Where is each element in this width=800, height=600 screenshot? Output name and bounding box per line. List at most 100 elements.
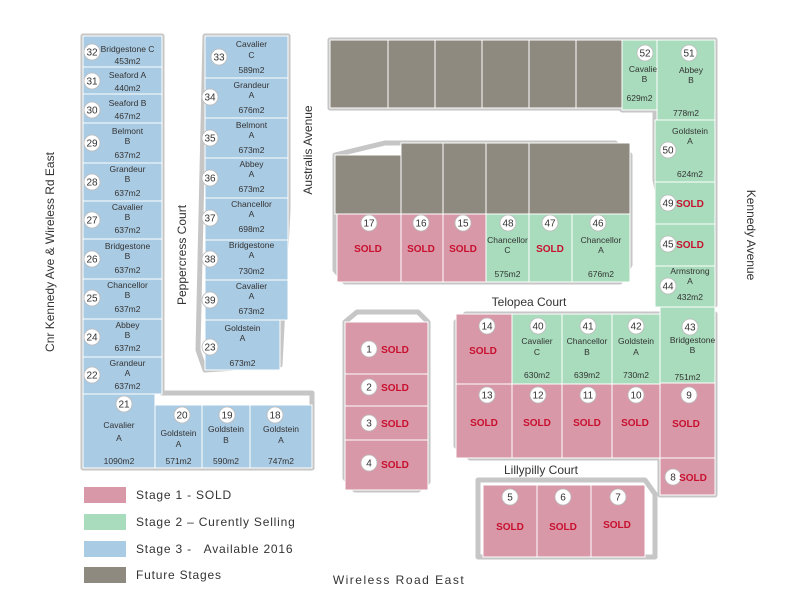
lot-design: Chancellor <box>581 235 622 245</box>
future-lot-11[interactable] <box>528 142 631 215</box>
legend-label-stage3: Stage 3 - Available 2016 <box>136 542 293 556</box>
sold-label: SOLD <box>523 418 551 429</box>
lot-area: 440m2 <box>115 83 141 93</box>
road-corner-label: Cnr Kennedy Ave & Wireless Rd East <box>43 151 57 352</box>
lot-number: 28 <box>86 178 98 189</box>
lot-area: 637m2 <box>115 225 141 235</box>
legend-swatch-stage3 <box>84 541 126 557</box>
sold-label: SOLD <box>536 244 564 255</box>
lot-4[interactable]: 4 SOLD <box>344 439 429 491</box>
lot-number-badge <box>659 141 677 159</box>
future-stages-layer <box>329 39 631 215</box>
lot-number-badge <box>83 101 101 119</box>
road-kennedy-label: Kennedy Avenue <box>744 190 758 281</box>
lot-design: Abbey <box>115 320 140 330</box>
lot-number-badge <box>454 214 472 232</box>
future-lot-9[interactable] <box>442 142 487 215</box>
future-lot-3[interactable] <box>434 39 483 109</box>
sold-label: SOLD <box>381 460 409 471</box>
lot-number-badge <box>360 454 378 472</box>
legend-swatch-stage1 <box>84 487 126 503</box>
future-lot-8[interactable] <box>400 142 444 215</box>
lot-number-badge <box>173 406 191 424</box>
future-lot-10[interactable] <box>485 142 530 215</box>
future-lot-5[interactable] <box>528 39 577 109</box>
lot-34-shape <box>204 77 289 119</box>
lot-design: Goldstein <box>225 323 261 333</box>
lot-design: A <box>249 130 255 140</box>
lot-number: 15 <box>457 219 469 230</box>
future-lot-4[interactable] <box>481 39 530 109</box>
lot-number-badge <box>201 209 219 227</box>
lot-number: 11 <box>583 391 594 402</box>
future-lot-1[interactable] <box>329 39 389 109</box>
future-lot-6[interactable] <box>575 39 623 109</box>
legend-swatch-future <box>84 567 126 583</box>
lot-design: Goldstein <box>161 428 197 438</box>
lot-area: 432m2 <box>677 292 703 302</box>
road-telopea-label: Telopea Court <box>492 295 567 309</box>
lot-area: 575m2 <box>495 269 521 279</box>
future-lot-7[interactable] <box>334 154 402 215</box>
future-lot-2[interactable] <box>387 39 436 109</box>
lot-number: 4 <box>366 459 372 470</box>
lot-design: B <box>125 251 131 261</box>
lot-number-badge <box>115 395 133 413</box>
lot-area: 747m2 <box>268 456 294 466</box>
lot-number-badge <box>360 340 378 358</box>
lot-number: 7 <box>615 493 621 504</box>
lot-number-badge <box>541 214 559 232</box>
